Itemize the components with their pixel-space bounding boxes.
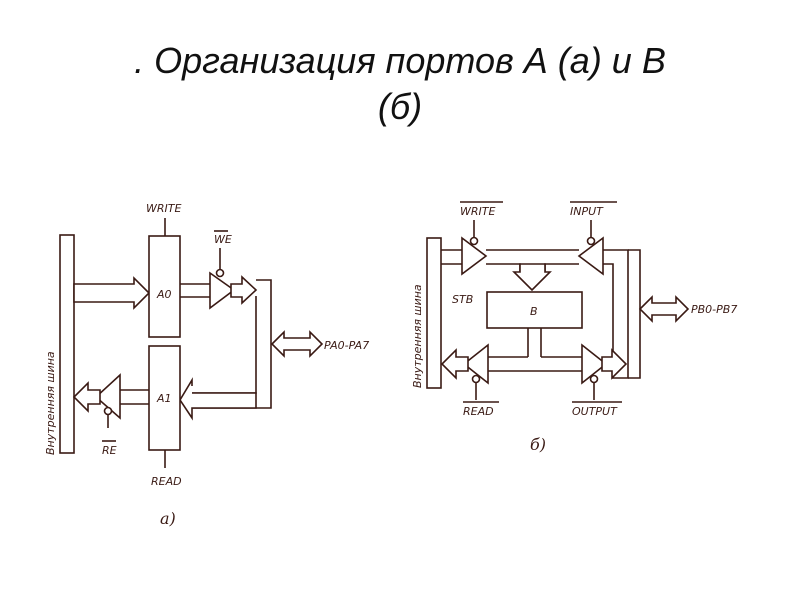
read-buffer-b [462, 343, 489, 385]
read-inversion-bubble [471, 374, 481, 384]
write-signal-b: WRITE [460, 205, 495, 218]
register-a0-label: A0 [156, 288, 172, 301]
port-a-bus-inner [192, 296, 257, 394]
re-signal: RE [102, 444, 117, 457]
we-signal: WE [214, 233, 232, 246]
pa-bidirectional-arrow [270, 330, 324, 358]
diagram-a: Внутренняя шина A0 WRITE WE PA0-PA7 A1 R… [44, 202, 369, 528]
slide-title: . Организация портов А (а) и В (б) [0, 38, 800, 130]
read-to-bus-arrow [440, 348, 469, 380]
input-buffer [577, 236, 604, 276]
output-signal: OUTPUT [572, 405, 618, 418]
read-signal-b: READ [463, 405, 494, 418]
register-b [486, 291, 583, 329]
output-to-port-arrow [601, 348, 628, 380]
caption-b: б) [530, 435, 546, 454]
stb-label: STB [452, 293, 473, 306]
a-out-arrow [230, 275, 258, 305]
register-a0 [148, 235, 181, 338]
re-to-bus-arrow [72, 381, 101, 413]
internal-bus-b-label: Внутренняя шина [411, 284, 424, 388]
diagram-b: Внутренняя шина WRITE INPUT B STB [411, 201, 737, 454]
internal-bus-b [426, 237, 442, 389]
bus-to-a0-arrow [73, 276, 151, 310]
input-signal: INPUT [570, 205, 604, 218]
port-a-bus-outer [192, 279, 272, 409]
output-buffer [581, 343, 608, 385]
input-inversion-bubble [586, 236, 596, 246]
port-b-bus-rect [628, 249, 641, 379]
read-signal-a: READ [151, 475, 182, 488]
pb-bidirectional-arrow [638, 295, 690, 323]
write-buffer-b [461, 236, 488, 276]
port-to-a1-arrow [179, 377, 257, 421]
title-line-1: . Организация портов А (а) и В [134, 40, 666, 81]
re-inversion-bubble [103, 406, 113, 416]
port-a-label: PA0-PA7 [324, 339, 369, 352]
port-b-label: PB0-PB7 [691, 303, 737, 316]
port-b-bus-inner [603, 263, 614, 378]
write-inversion-bubble [469, 236, 479, 246]
title-line-2: (б) [377, 86, 423, 127]
we-inversion-bubble [215, 268, 225, 278]
register-a1 [148, 345, 181, 451]
port-b-bus-outer [603, 249, 629, 379]
we-buffer [209, 271, 236, 310]
caption-a: а) [160, 509, 176, 528]
output-inversion-bubble [589, 374, 599, 384]
register-b-label: B [530, 305, 538, 318]
internal-bus-a [59, 234, 75, 454]
register-a1-label: A1 [156, 392, 172, 405]
bus-to-b-arrow [512, 263, 552, 292]
internal-bus-a-label: Внутренняя шина [44, 351, 57, 455]
write-signal-a: WRITE [146, 202, 181, 215]
